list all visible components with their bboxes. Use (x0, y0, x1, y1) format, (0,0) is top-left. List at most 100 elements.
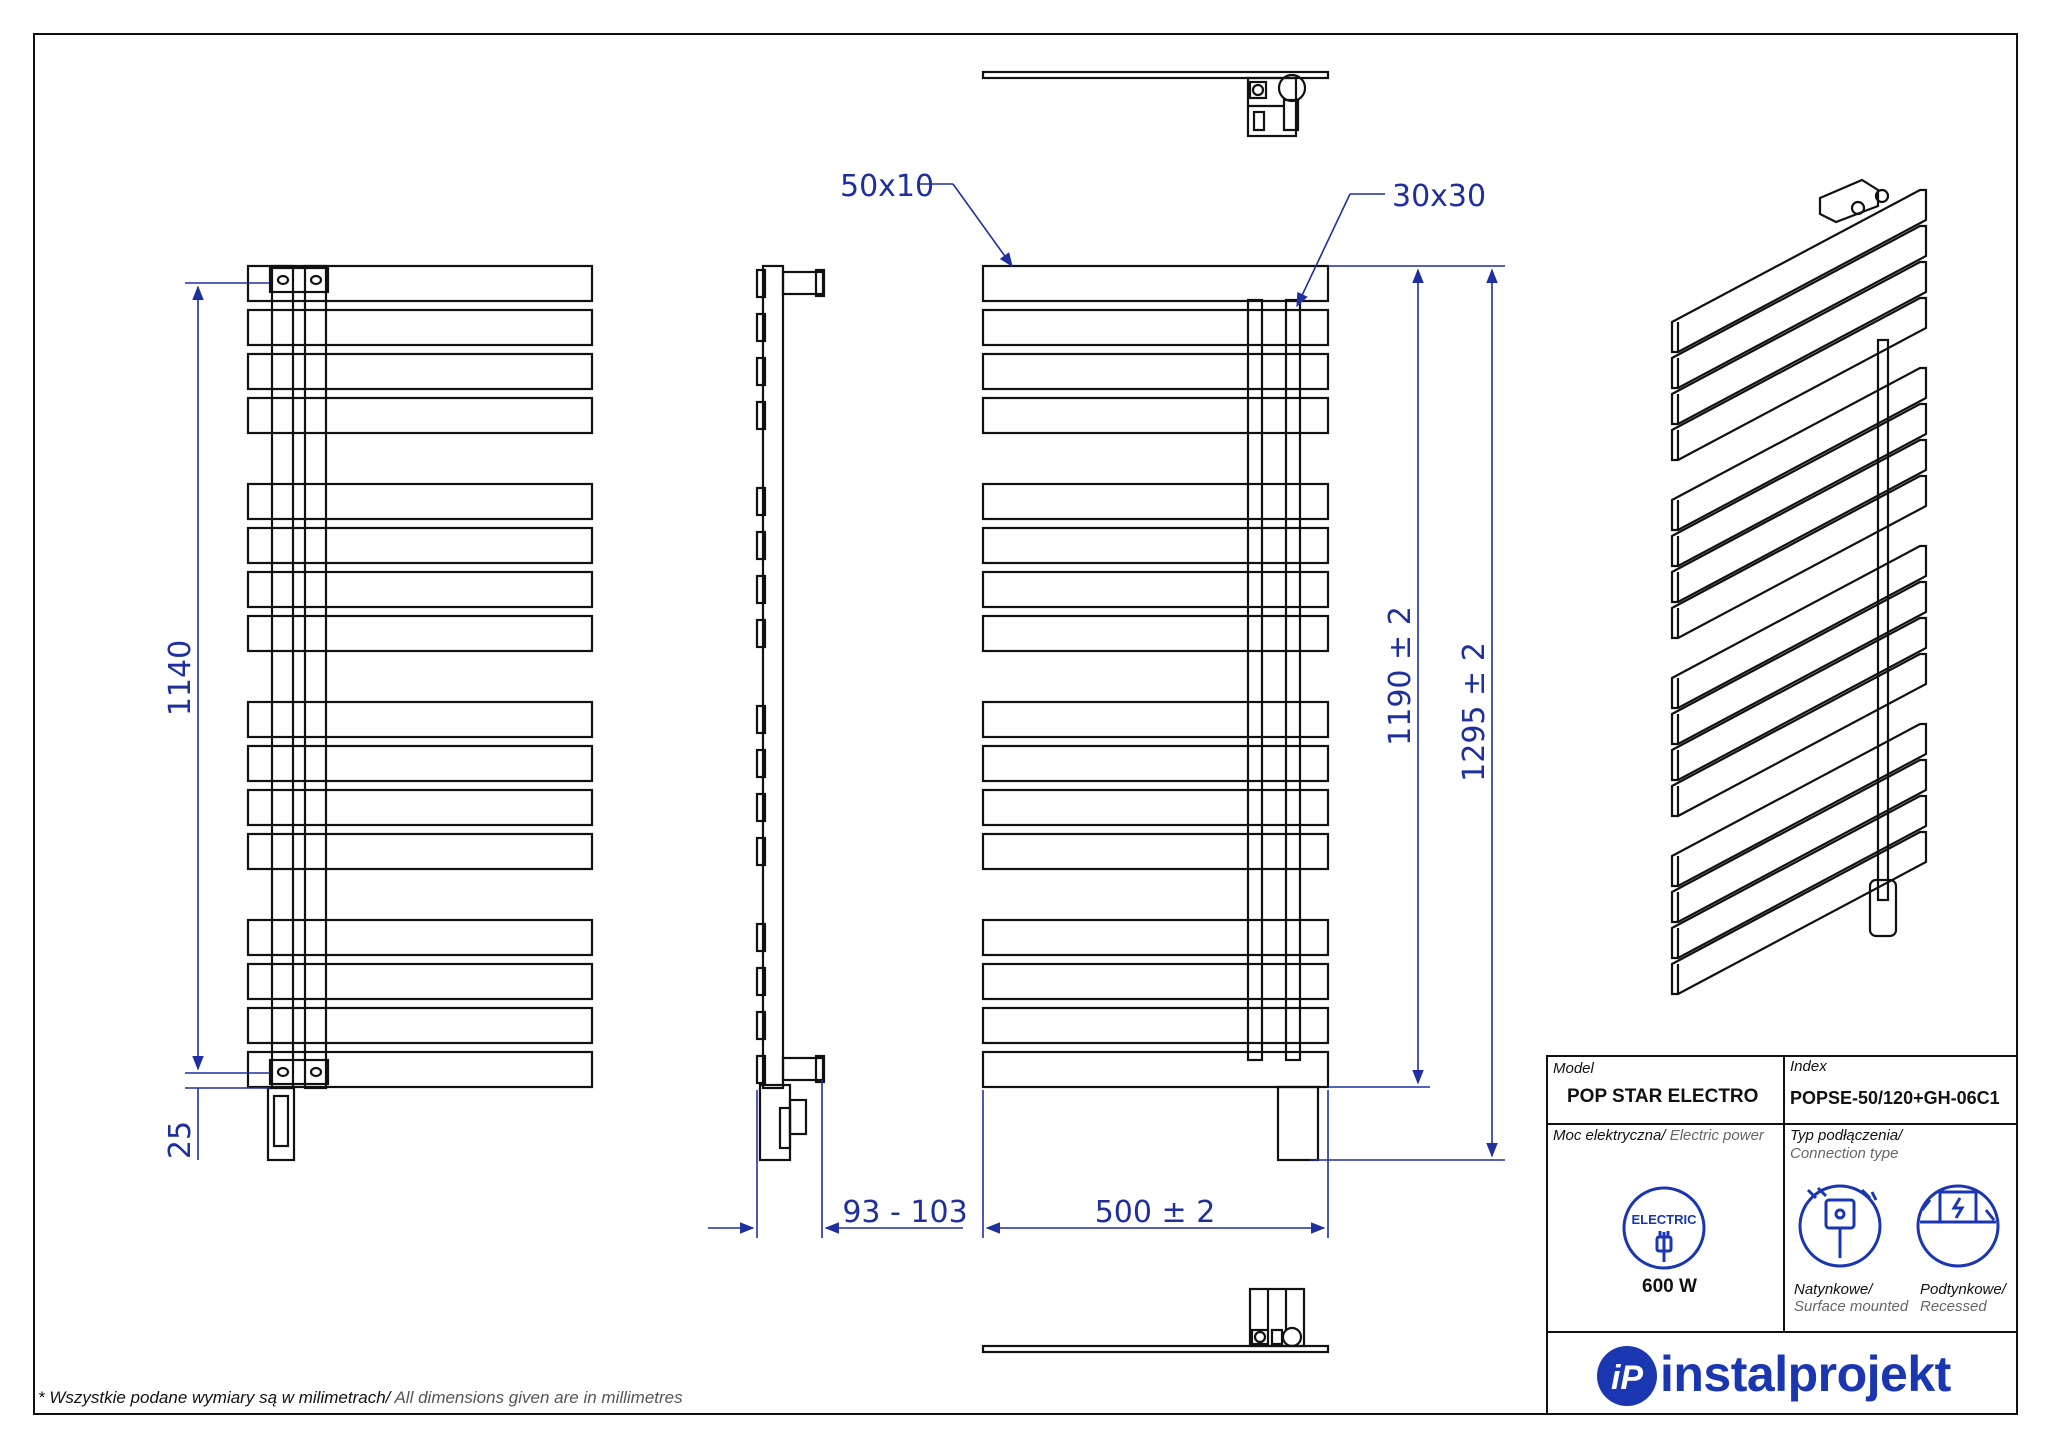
iso-bar (1670, 402, 1928, 568)
iso-bar (1670, 758, 1928, 924)
footnote-pl: * Wszystkie podane wymiary są w milimetr… (38, 1388, 391, 1407)
electric-power-icon (1622, 1186, 1706, 1270)
rear-bar (246, 832, 594, 871)
front-heating-element (1276, 1085, 1320, 1162)
side-bar-profile (755, 574, 767, 605)
side-controller (788, 1098, 808, 1136)
dim-height-body: 1190 ± 2 (1383, 606, 1418, 746)
rear-bar (246, 264, 594, 303)
side-bar-profile (755, 704, 767, 735)
rear-bar (246, 396, 594, 435)
rear-bar (246, 614, 594, 653)
mount-hole (276, 274, 290, 286)
iso-bar (1670, 366, 1928, 532)
iso-bar (1670, 794, 1928, 960)
side-bar-profile (755, 618, 767, 649)
electric-icon-label: ELECTRIC (1632, 1212, 1698, 1227)
isometric-view-drawing (1670, 178, 1928, 996)
side-bar-profile (755, 836, 767, 867)
rear-bar (246, 352, 594, 391)
brand-name: instalprojekt (1660, 1346, 1951, 1402)
side-bar-profile (755, 792, 767, 823)
iso-bar (1670, 652, 1928, 818)
front-bar (981, 396, 1330, 435)
rear-bar (246, 1050, 594, 1089)
recessed-icon (1916, 1184, 2000, 1268)
iso-bar (1670, 544, 1928, 710)
rear-bar (246, 308, 594, 347)
power-label-pl: Moc elektryczna/ (1553, 1127, 1666, 1144)
iso-bar (1670, 474, 1928, 640)
side-top-bracket-cap (814, 268, 826, 298)
front-bar (981, 570, 1330, 609)
side-bar-profile (755, 748, 767, 779)
dim-height-total: 1295 ± 2 (1457, 642, 1492, 782)
rear-bar (246, 482, 594, 521)
side-bar-profile (755, 922, 767, 953)
title-block (1546, 1055, 2018, 1415)
iso-bar (1670, 438, 1928, 604)
dimension-texts: 50x10 30x30 1140 25 93 - 103 500 ± 2 119… (163, 169, 1492, 1230)
side-bar-profile (755, 1054, 767, 1085)
iso-top-bracket (1818, 178, 1880, 224)
front-bar (981, 832, 1330, 871)
side-bar-profile (755, 268, 767, 299)
power-label-en: Electric power (1665, 1127, 1764, 1144)
front-bar (981, 308, 1330, 347)
connection-label-pl: Typ podłączenia/ (1790, 1127, 1903, 1144)
rear-bar (246, 744, 594, 783)
iso-mount-hole (1874, 188, 1890, 204)
power-value: 600 W (1642, 1276, 1697, 1297)
recessed-label-pl: Podtynkowe/ (1920, 1281, 2006, 1298)
dim-connection-spacing: 1140 (163, 640, 198, 716)
surface-mounted-icon (1798, 1184, 1882, 1268)
iso-bar (1670, 830, 1928, 996)
rear-bar (246, 788, 594, 827)
rear-bar (246, 918, 594, 957)
instalprojekt-logo-icon (1597, 1346, 1657, 1406)
iso-bar (1670, 260, 1928, 426)
front-bar (981, 744, 1330, 783)
footnote-en: All dimensions given are in millimetres (390, 1388, 683, 1407)
front-bar (981, 614, 1330, 653)
side-bar-profile (755, 1010, 767, 1041)
power-label: Moc elektryczna/ Electric power (1553, 1127, 1764, 1144)
index-value: POPSE-50/120+GH-06C1 (1790, 1088, 2000, 1108)
front-view-drawing (981, 264, 1330, 1162)
side-bottom-bracket-cap (814, 1054, 826, 1084)
rear-bracket-top (268, 266, 330, 294)
iso-collector (1876, 338, 1890, 902)
side-bar-profile (755, 486, 767, 517)
side-bar-profile (755, 312, 767, 343)
side-bar-profile (755, 400, 767, 431)
dim-profile-square: 30x30 (1392, 179, 1486, 214)
logo-mark-text: iP (1611, 1359, 1643, 1397)
rear-collector-right (303, 264, 328, 1090)
connection-label-en: Connection type (1790, 1145, 1899, 1162)
rear-heating-element-inner (272, 1094, 290, 1148)
iso-mount-hole (1850, 200, 1866, 216)
front-bar (981, 962, 1330, 1001)
dim-profile-flat: 50x10 (840, 169, 934, 204)
recessed-label-en: Recessed (1920, 1298, 1987, 1315)
side-bar-profile (755, 966, 767, 997)
index-label: Index (1790, 1058, 1827, 1075)
front-bar (981, 1006, 1330, 1045)
model-value: POP STAR ELECTRO (1567, 1086, 1759, 1107)
dim-wall-distance: 93 - 103 (842, 1195, 967, 1230)
front-bar (981, 700, 1330, 739)
side-bar-profile (755, 356, 767, 387)
front-collector-right (1284, 298, 1302, 1062)
iso-bar (1670, 722, 1928, 888)
iso-bar (1670, 616, 1928, 782)
sheet-border (33, 33, 2018, 1415)
mount-hole (309, 1066, 323, 1078)
top-view-drawing (981, 70, 1330, 138)
side-view-drawing (755, 264, 826, 1162)
front-bar (981, 352, 1330, 391)
mount-hole (276, 1066, 290, 1078)
iso-bar (1670, 188, 1928, 354)
rear-bracket-bottom (268, 1058, 330, 1086)
front-bar (981, 1050, 1330, 1089)
